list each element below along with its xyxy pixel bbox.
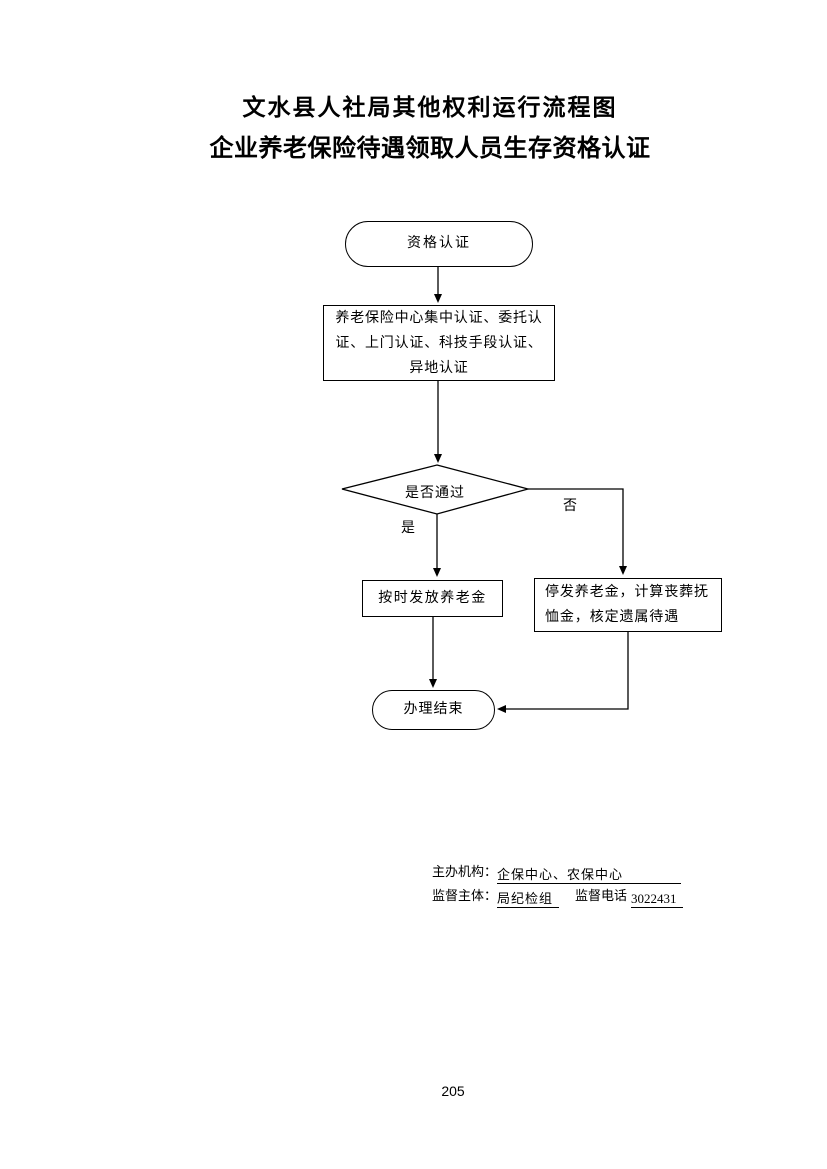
- organizer-value: 企保中心、农保中心: [497, 867, 682, 884]
- arrowhead-down-icon: [434, 294, 442, 303]
- arrowhead-left-icon: [497, 705, 506, 713]
- flow-node-stop-pension: 停发养老金，计算丧葬抚恤金，核定遗属待遇: [534, 578, 722, 632]
- arrowhead-down-icon: [433, 568, 441, 577]
- connector-stop-to-end: [505, 632, 629, 710]
- supervisor-value: 局纪检组: [497, 891, 560, 908]
- organizer-label: 主办机构：: [432, 864, 498, 879]
- phone-label: 监督电话: [575, 888, 628, 903]
- arrowhead-down-icon: [619, 566, 627, 575]
- supervisor-label: 监督主体：: [432, 888, 498, 903]
- page-title-line-2: 企业养老保险待遇领取人员生存资格认证: [209, 135, 651, 162]
- flow-node-start: 资格认证: [345, 221, 533, 267]
- arrowhead-down-icon: [434, 454, 442, 463]
- flow-node-end: 办理结束: [372, 690, 495, 730]
- flow-node-decision-label: 是否通过: [405, 486, 465, 501]
- branch-label-yes: 是: [401, 521, 415, 536]
- flow-node-pay-pension: 按时发放养老金: [362, 580, 503, 617]
- branch-label-no: 否: [563, 499, 577, 514]
- arrowhead-down-icon: [429, 679, 437, 688]
- flow-node-certification-methods: 养老保险中心集中认证、委托认证、上门认证、科技手段认证、异地认证: [323, 305, 555, 381]
- page-title-line-1: 文水县人社局其他权利运行流程图: [242, 94, 618, 120]
- footer-organizer-row: 主办机构：企保中心、农保中心: [432, 860, 683, 884]
- phone-value: 3022431: [631, 891, 684, 908]
- page-number: 205: [441, 1083, 465, 1099]
